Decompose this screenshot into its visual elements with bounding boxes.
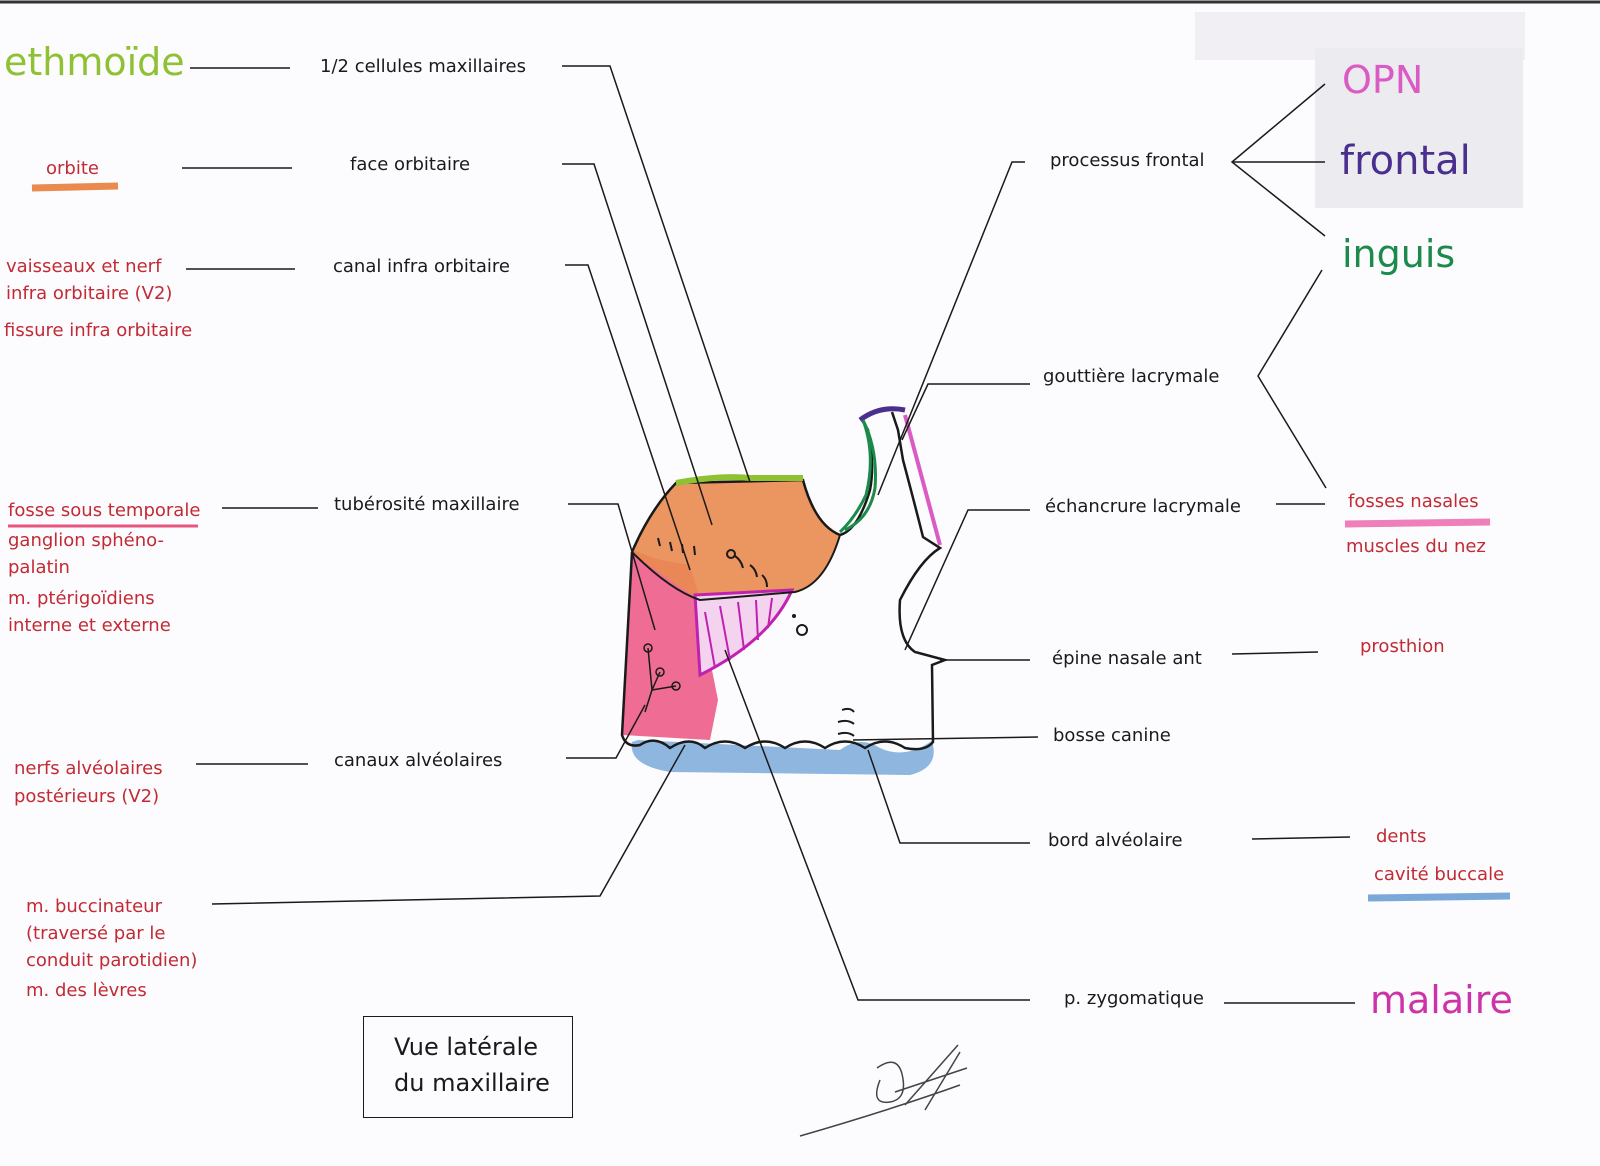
label-m-des-levres: m. des lèvres: [26, 980, 147, 1001]
label-malaire: malaire: [1370, 978, 1513, 1022]
label-epine-nasale-ant: épine nasale ant: [1052, 648, 1202, 669]
orbital-face-orange-fill: [632, 480, 840, 600]
foramen-dot: [792, 614, 796, 618]
canal-foramen-2: [655, 667, 665, 677]
label-bosse-canine: bosse canine: [1053, 725, 1171, 746]
label-prosthion: prosthion: [1360, 636, 1445, 657]
label-opn: OPN: [1342, 58, 1424, 102]
label-cavite-buccale: cavité buccale: [1374, 864, 1505, 885]
frontal-border-purple: [858, 406, 906, 423]
label-ganglion-1: ganglion sphéno-: [8, 530, 164, 551]
label-gouttiere-lacrymale: gouttière lacrymale: [1043, 366, 1220, 387]
canine-eminence-marks: [837, 707, 855, 737]
nasal-border-magenta: [903, 414, 942, 546]
label-buccinateur-2: (traversé par le: [26, 923, 166, 944]
canal-stripes: [704, 597, 773, 669]
title-box: Vue latérale du maxillaire: [363, 1016, 573, 1118]
label-frontal: frontal: [1340, 138, 1471, 184]
maxilla-outline: [620, 411, 950, 751]
foramen-2: [796, 624, 808, 636]
label-cellules-maxillaires: 1/2 cellules maxillaires: [320, 56, 526, 77]
label-buccinateur-3: conduit parotidien): [26, 950, 198, 971]
orbite-underline: [31, 182, 119, 192]
leader-lines-left: [182, 67, 318, 765]
leader-lines-center: [211, 65, 1039, 1001]
orbital-rim-outline: [630, 419, 874, 553]
canal-foramen-3: [671, 681, 681, 691]
label-echancrure-lacrymale: échancrure lacrymale: [1045, 496, 1241, 517]
tuberosity-dividing-line: [631, 534, 841, 602]
canal-foramen-1: [643, 643, 653, 653]
alveolar-canal-tree: [644, 647, 677, 713]
label-face-orbitaire: face orbitaire: [350, 154, 471, 175]
label-inguis: inguis: [1342, 232, 1456, 276]
label-vaisseaux-1: vaisseaux et nerf: [6, 256, 162, 277]
label-canal-infra-orbitaire: canal infra orbitaire: [333, 256, 510, 277]
label-fosse-sous-temporale: fosse sous temporale: [8, 500, 201, 521]
label-pterygoidiens-1: m. ptérigoïdiens: [8, 588, 155, 609]
cavite-buccale-underline: [1367, 892, 1511, 902]
paper-shade-box: [1315, 48, 1523, 208]
label-pterygoidiens-2: interne et externe: [8, 615, 171, 636]
title-line-1: Vue latérale: [394, 1033, 538, 1061]
lacrimal-groove-green: [838, 419, 877, 534]
label-p-zygomatique: p. zygomatique: [1064, 988, 1204, 1009]
label-muscles-du-nez: muscles du nez: [1346, 536, 1486, 557]
label-ethmoide: ethmoïde: [4, 40, 185, 84]
label-canaux-alveolaires: canaux alvéolaires: [334, 750, 503, 771]
label-processus-frontal: processus frontal: [1050, 150, 1205, 171]
label-dents: dents: [1376, 826, 1427, 847]
label-fosses-nasales: fosses nasales: [1348, 491, 1479, 512]
label-bord-alveolaire: bord alvéolaire: [1048, 830, 1183, 851]
leader-lines-right: [1224, 83, 1355, 1004]
title-line-2: du maxillaire: [394, 1069, 550, 1097]
foramen-1: [726, 549, 736, 559]
label-vaisseaux-2: infra orbitaire (V2): [6, 283, 173, 304]
label-ganglion-2: palatin: [8, 557, 70, 578]
label-tuberosite-maxillaire: tubérosité maxillaire: [334, 494, 520, 515]
signature: [799, 1044, 968, 1137]
alveolar-border-blue-fill: [631, 740, 934, 775]
label-buccinateur-1: m. buccinateur: [26, 896, 162, 917]
label-nerfs-alveolaires-2: postérieurs (V2): [14, 786, 160, 807]
ethmoid-border-green: [675, 474, 803, 486]
label-orbite: orbite: [46, 158, 99, 179]
fosses-nasales-underline: [1344, 518, 1491, 528]
label-fissure-infra-orbitaire: fissure infra orbitaire: [4, 320, 193, 341]
label-nerfs-alveolaires-1: nerfs alvéolaires: [14, 758, 163, 779]
